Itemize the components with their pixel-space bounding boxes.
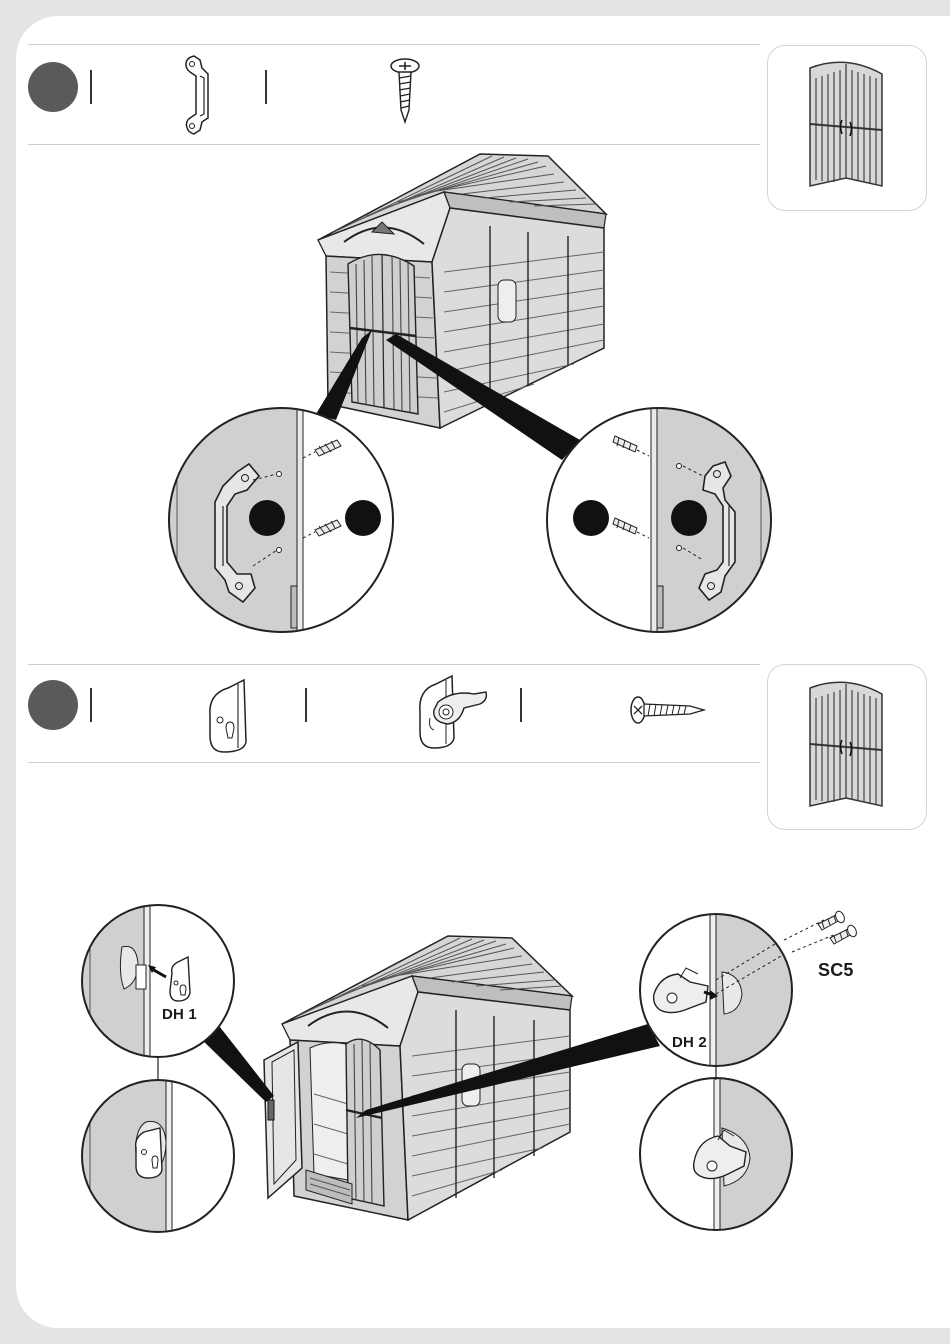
callout-connector <box>0 0 950 1344</box>
